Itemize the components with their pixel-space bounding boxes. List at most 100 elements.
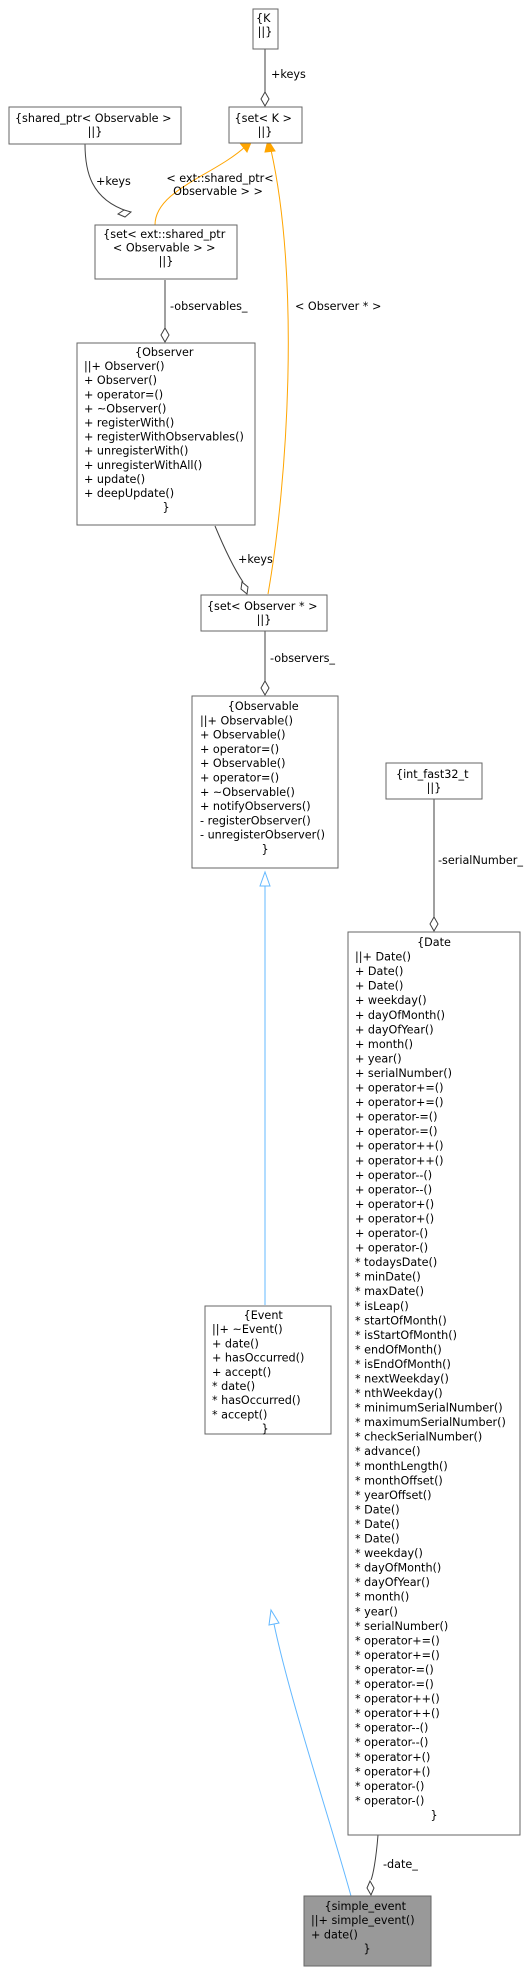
node-line: + operator++() xyxy=(355,1154,444,1167)
node-line: {set< Observer * > xyxy=(207,600,318,613)
class-node-shared-ptr-observable[interactable]: {shared_ptr< Observable > ||} xyxy=(8,106,182,145)
class-node-set-shared-ptr-observable[interactable]: {set< ext::shared_ptr < Observable > > |… xyxy=(94,224,238,280)
node-line: + date() xyxy=(212,1337,259,1350)
node-line: + operator--() xyxy=(355,1183,432,1196)
node-line: * todaysDate() xyxy=(355,1256,437,1269)
class-node-observable[interactable]: {Observable ||+ Observable() + Observabl… xyxy=(191,695,339,869)
node-line: + operator=() xyxy=(200,743,279,756)
node-line: * minDate() xyxy=(355,1271,421,1284)
node-line: + unregisterWith() xyxy=(84,445,188,458)
svg-text:{set< ext::shared_ptr <: {set< ext::shared_ptr < Observable > > |… xyxy=(103,228,229,268)
class-node-set-observer-ptr[interactable]: {set< Observer * > ||} xyxy=(200,594,328,632)
node-line: * nextWeekday() xyxy=(355,1372,449,1385)
svg-text:{simple_event ||+ simple: {simple_event ||+ simple_event() + date(… xyxy=(311,1900,418,1956)
node-line: } xyxy=(363,1943,370,1956)
node-line: * date() xyxy=(212,1380,255,1393)
node-line: * monthLength() xyxy=(355,1460,448,1473)
node-line: + operator--() xyxy=(355,1169,432,1182)
class-node-simple-event[interactable]: {simple_event ||+ simple_event() + date(… xyxy=(303,1895,432,1967)
svg-text:{Event ||+ ~Event(): {Event ||+ ~Event() + date() + hasOccurr… xyxy=(212,1309,308,1436)
node-line: + weekday() xyxy=(355,994,427,1007)
class-node-date[interactable]: {Date||+ Date()+ Date()+ Date()+ weekday… xyxy=(347,931,521,1836)
class-node-set-k[interactable]: {set< K > ||} xyxy=(228,106,303,144)
node-line: + ~Observable() xyxy=(200,786,295,799)
edge-event-to-simple-event xyxy=(268,1608,352,1897)
node-line: + Observable() xyxy=(200,757,285,770)
node-line: + operator-() xyxy=(355,1227,428,1240)
node-line: + dayOfYear() xyxy=(355,1023,434,1036)
node-line: {Date xyxy=(417,936,451,949)
node-line: + operator+=() xyxy=(355,1082,444,1095)
node-line: + Date() xyxy=(355,965,403,978)
class-node-int-fast32-t[interactable]: {int_fast32_t ||} xyxy=(385,762,483,800)
node-line: - unregisterObserver() xyxy=(200,829,325,842)
edge-k-to-set-k: +keys xyxy=(260,48,306,108)
edge-date-to-simple-event: -date_ xyxy=(366,1834,418,1897)
node-line: * operator-=() xyxy=(355,1663,434,1676)
node-line: {shared_ptr< Observable > xyxy=(15,112,172,125)
node-line: * operator--() xyxy=(355,1736,428,1749)
node-line: * monthOffset() xyxy=(355,1474,443,1487)
edge-label-shared-keys: +keys xyxy=(96,175,131,188)
node-line: * maximumSerialNumber() xyxy=(355,1416,506,1429)
edge-label-observers: -observers_ xyxy=(270,652,335,665)
node-line: * month() xyxy=(355,1591,409,1604)
edge-set-shared-to-set-k: < ext::shared_ptr< Observable > > xyxy=(154,139,274,226)
node-line: * operator++() xyxy=(355,1693,440,1706)
node-line: * startOfMonth() xyxy=(355,1314,447,1327)
node-line: ||} xyxy=(159,255,174,268)
node-line: {set< K > xyxy=(235,112,292,125)
node-line: * operator+=() xyxy=(355,1634,440,1647)
svg-text:{set< Observer * > ||}: {set< Observer * > ||} xyxy=(207,600,321,626)
class-node-event[interactable]: {Event ||+ ~Event() + date() + hasOccurr… xyxy=(204,1305,332,1436)
node-line: + operator=() xyxy=(200,772,279,785)
node-line: * year() xyxy=(355,1605,398,1618)
edge-label-template-shared-line1: < ext::shared_ptr< xyxy=(166,172,273,185)
node-line: + operator-=() xyxy=(355,1125,437,1138)
date-member-list: {Date||+ Date()+ Date()+ Date()+ weekday… xyxy=(355,936,506,1822)
node-line: {Observable xyxy=(228,700,299,713)
edge-label-date: -date_ xyxy=(383,1858,418,1871)
node-line: {int_fast32_t xyxy=(396,768,469,781)
node-line: * Date() xyxy=(355,1518,400,1531)
node-line: {K xyxy=(256,12,271,25)
node-line: * operator+() xyxy=(355,1765,430,1778)
node-line: ||+ Observer() xyxy=(84,360,165,373)
edge-label-observer-keys: +keys xyxy=(238,553,273,566)
node-line: + operator-() xyxy=(355,1242,428,1255)
node-line: * hasOccurred() xyxy=(212,1394,301,1407)
node-line: + operator-=() xyxy=(355,1111,437,1124)
node-line: * operator-() xyxy=(355,1780,424,1793)
node-line: * weekday() xyxy=(355,1547,423,1560)
node-line: * advance() xyxy=(355,1445,420,1458)
node-line: + Observable() xyxy=(200,729,285,742)
node-line: * operator-=() xyxy=(355,1678,434,1691)
node-line: ||} xyxy=(258,125,273,138)
node-line: * nthWeekday() xyxy=(355,1387,443,1400)
node-line: < Observable > > xyxy=(113,241,216,254)
node-line: ||} xyxy=(257,613,272,626)
node-line: + hasOccurred() xyxy=(212,1352,304,1365)
node-line: {set< ext::shared_ptr xyxy=(103,228,226,241)
node-line: } xyxy=(261,843,268,856)
node-line: * operator+=() xyxy=(355,1649,440,1662)
edge-set-shared-to-observer: -observables_ xyxy=(160,280,248,344)
node-line: + update() xyxy=(84,473,145,486)
node-line: * dayOfMonth() xyxy=(355,1562,441,1575)
node-line: + date() xyxy=(311,1928,358,1941)
edge-observer-to-set-observer: +keys xyxy=(214,525,273,595)
node-line: + accept() xyxy=(212,1366,271,1379)
node-line: * isEndOfMonth() xyxy=(355,1358,451,1371)
node-line: {Observer xyxy=(135,346,194,359)
node-line: {Event xyxy=(244,1309,284,1322)
svg-text:{Observer ||+ Observer(): {Observer ||+ Observer() + Observer() + … xyxy=(84,346,247,514)
edge-label-serial-number: -serialNumber_ xyxy=(438,854,523,867)
class-node-k[interactable]: {K ||} xyxy=(252,8,279,50)
node-line: + deepUpdate() xyxy=(84,487,174,500)
node-line: + ~Observer() xyxy=(84,402,166,415)
node-line: + Observer() xyxy=(84,374,157,387)
class-node-observer[interactable]: {Observer ||+ Observer() + Observer() + … xyxy=(76,342,256,526)
node-line: + operator=() xyxy=(84,388,163,401)
node-line: + operator+() xyxy=(355,1198,434,1211)
edge-label-template-observer: < Observer * > xyxy=(295,300,381,313)
